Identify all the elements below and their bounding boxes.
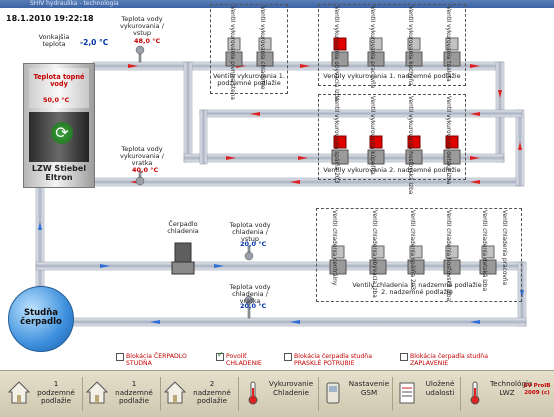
nav-basement[interactable]: 1 podzemné podlažie bbox=[8, 376, 80, 412]
checkbox-box[interactable] bbox=[116, 353, 124, 361]
hydraulic-scheme bbox=[35, 37, 527, 327]
cooling-pump-icon bbox=[171, 242, 195, 275]
house-icon bbox=[8, 381, 30, 404]
heating-return-value: 40,0 °C bbox=[132, 166, 159, 174]
valve-label: Ventil vykurovania pivnica stena bbox=[229, 6, 235, 100]
valve-label: Ventil vykurovania spálňa 203 bbox=[333, 96, 339, 184]
checkbox-box[interactable] bbox=[216, 351, 224, 361]
cooling-return-value: 20,0 °C bbox=[240, 302, 267, 310]
heat-pump-panel: Teplota topné vody 50,0 °C bbox=[29, 68, 89, 108]
basement-valves bbox=[225, 37, 274, 67]
checkbox-label: Povoliť CHLADENIE bbox=[226, 353, 262, 367]
nav-floor2[interactable]: 2 nadzemné podlažie bbox=[164, 376, 236, 412]
valve-label: Ventil vykurovania detská izba bbox=[445, 96, 451, 185]
house-icon bbox=[86, 381, 108, 404]
floor2-valves bbox=[331, 135, 461, 165]
nav-separator bbox=[160, 377, 161, 411]
outdoor-temp-label: Vonkajšia teplota bbox=[38, 33, 70, 48]
thermometer-icons bbox=[135, 45, 254, 319]
well-pump[interactable]: Studňa čerpadlo bbox=[8, 286, 74, 352]
recycle-icon: ⟳ bbox=[51, 122, 73, 144]
nav-label: 2 nadzemné podlažie bbox=[193, 379, 231, 405]
nav-label: Uložené udalosti bbox=[425, 379, 455, 397]
cooling-return-label: Teplota vody chladenia / vratka bbox=[229, 283, 271, 305]
boiler-temp-value: 50,0 °C bbox=[43, 96, 70, 104]
nav-gsm-settings[interactable]: Nastavenie GSM bbox=[322, 376, 390, 412]
cooling-valves bbox=[329, 245, 497, 275]
checkbox-label: Blokácia ČERPADLO STUDŇA bbox=[126, 353, 187, 367]
bottom-navigation: 1 podzemné podlažie 1 nadzemné podlažie … bbox=[0, 370, 554, 417]
window-title: SHIV hydraulika - technologia bbox=[30, 0, 119, 7]
nav-separator bbox=[82, 377, 83, 411]
valve-label: Ventil vykurovania pracovňa bbox=[369, 6, 375, 89]
nav-separator bbox=[460, 377, 461, 411]
nav-lwz-technology[interactable]: Technológia LWZ bbox=[464, 376, 533, 412]
floor1-valves bbox=[331, 37, 461, 67]
checkbox-enable-cooling[interactable]: Povoliť CHLADENIE bbox=[216, 351, 276, 367]
cooling-supply-value: 20,0 °C bbox=[240, 240, 267, 248]
nav-label: 1 nadzemné podlažie bbox=[115, 379, 153, 405]
nav-heating-cooling[interactable]: Vykurovanie Chladenie bbox=[242, 376, 316, 412]
outdoor-temp-value: -2,0 °C bbox=[80, 38, 109, 47]
checkbox-block-burst-pipe[interactable]: Blokácia čerpadla studňa PRASKLÉ POTRUBI… bbox=[284, 353, 394, 367]
checkbox-box[interactable] bbox=[400, 353, 408, 361]
valve-label: Ventil chladenia pracovňa bbox=[501, 210, 507, 286]
cooling-valves-box bbox=[316, 208, 522, 302]
house-icon bbox=[164, 381, 186, 404]
thermometer-icon bbox=[470, 381, 480, 405]
heat-pump-body: ⟳ bbox=[29, 112, 89, 162]
basement-valves-box bbox=[210, 4, 288, 94]
nav-label: 1 podzemné podlažie bbox=[37, 379, 75, 405]
valve-label: Ventil vykurovania chladenie bbox=[259, 6, 265, 90]
valve-label: Ventil chladenia centrálny bbox=[331, 210, 337, 286]
boiler-temp-label: Teplota topné vody bbox=[33, 73, 85, 88]
boiler-name: LZW Stiebel Eltron bbox=[31, 164, 87, 182]
nav-label: Technológia LWZ bbox=[490, 379, 533, 397]
nav-label: Nastavenie GSM bbox=[348, 379, 390, 397]
thermometer-icon bbox=[248, 381, 258, 405]
basement-group-label: Ventily vykurovania 1. podzemné podlažie bbox=[212, 72, 286, 87]
gsm-icon bbox=[326, 382, 340, 404]
checkbox-label: Blokácia čerpadla studňa PRASKLÉ POTRUBI… bbox=[294, 353, 372, 367]
floor2-valves-box bbox=[318, 94, 466, 180]
valve-label: Ventil vykurovania hosťovská izba bbox=[407, 96, 413, 195]
valve-label: Ventil chladenia spálňa 203 bbox=[409, 210, 415, 291]
nav-saved-events[interactable]: Uložené udalosti bbox=[396, 376, 458, 412]
cooling-group-label: Ventily chladenia 1. nadzemné podlažie 2… bbox=[352, 281, 482, 296]
nav-separator bbox=[238, 377, 239, 411]
datetime: 18.1.2010 19:22:18 bbox=[6, 14, 94, 23]
floor1-group-label: Ventily vykurovania 1. nadzemné podlažie bbox=[323, 72, 461, 80]
nav-separator bbox=[318, 377, 319, 411]
nav-label: Vykurovanie Chladenie bbox=[268, 379, 314, 397]
heat-pump-unit[interactable]: Teplota topné vody 50,0 °C ⟳ LZW Stiebel… bbox=[23, 63, 95, 188]
checkbox-block-flood[interactable]: Blokácia čerpadla studňa ZAPLAVENIE bbox=[400, 353, 510, 367]
nav-floor1[interactable]: 1 nadzemné podlažie bbox=[86, 376, 158, 412]
checkbox-box[interactable] bbox=[284, 353, 292, 361]
valve-label: Ventil vykurovania kuchyňa bbox=[407, 6, 413, 86]
checkbox-block-well-pump[interactable]: Blokácia ČERPADLO STUDŇA bbox=[116, 353, 198, 367]
cooling-supply-label: Teplota vody chladenia / vstup bbox=[229, 221, 271, 243]
version-label: SV ProIB 2009 (c) bbox=[523, 383, 551, 396]
valve-label: Ventil vykurovania obývacia izba bbox=[333, 6, 339, 101]
events-icon bbox=[399, 382, 415, 404]
valve-label: Ventil chladenia detská izba bbox=[481, 210, 487, 292]
cooling-pump-label: Čerpadlo chladenia bbox=[167, 220, 199, 235]
valve-label: Ventil vykurovania kúpeľňa bbox=[369, 96, 375, 175]
heating-supply-value: 48,0 °C bbox=[134, 37, 161, 45]
valve-label: Ventil vykurovania toaleta bbox=[445, 6, 451, 82]
floor1-valves-box bbox=[318, 4, 466, 86]
valve-label: Ventil chladenia hosťovská izba bbox=[445, 210, 451, 302]
well-pump-label: Studňa čerpadlo bbox=[20, 308, 62, 327]
heating-return-label: Teplota vody vykurovania / vratka bbox=[120, 145, 164, 167]
checkbox-label: Blokácia čerpadla studňa ZAPLAVENIE bbox=[410, 353, 488, 367]
heating-supply-label: Teplota vody vykurovania / vstup bbox=[120, 15, 164, 37]
floor2-group-label: Ventily vykurovania 2. nadzemné podlažie bbox=[323, 166, 461, 174]
nav-separator bbox=[392, 377, 393, 411]
valve-label: Ventil chladenia obývacia izba bbox=[371, 210, 377, 298]
